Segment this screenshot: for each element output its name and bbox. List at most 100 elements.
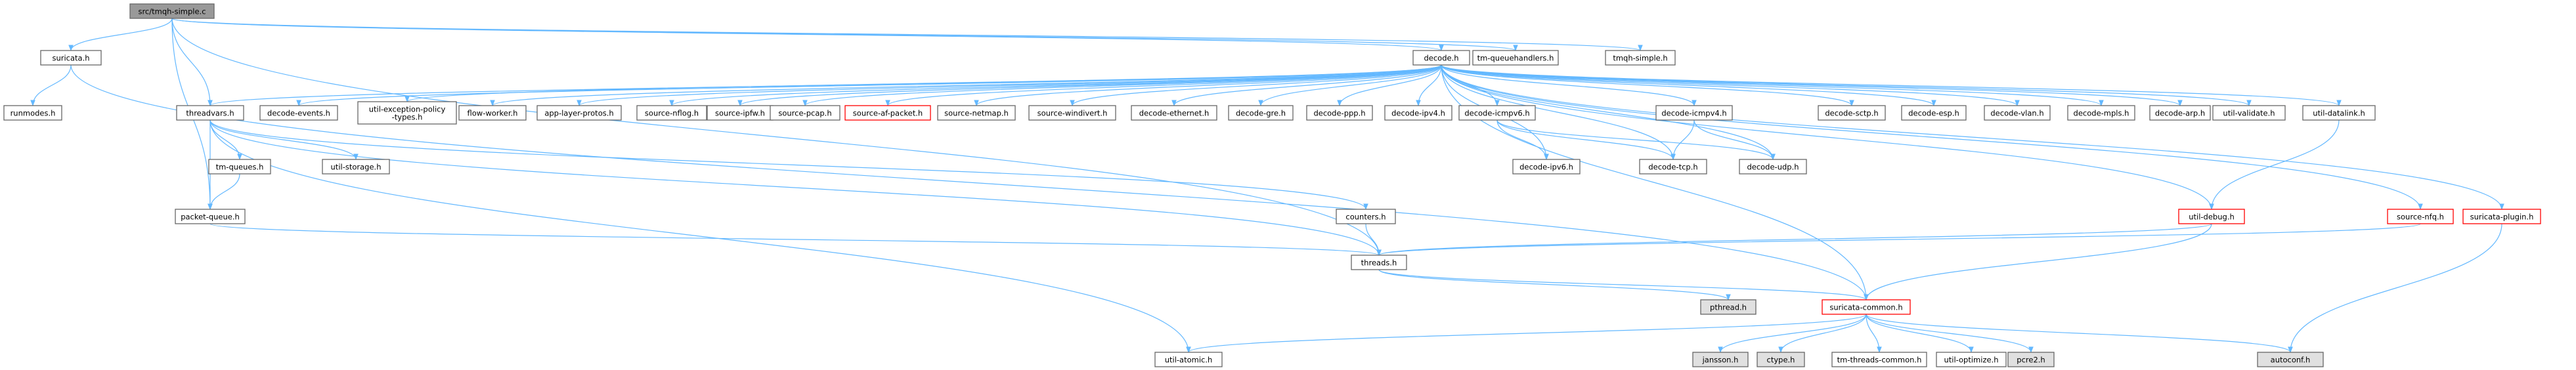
node-counters[interactable]: counters.h (1336, 209, 1396, 224)
edges-layer (30, 18, 2504, 353)
node-dsctp[interactable]: decode-sctp.h (1818, 105, 1886, 121)
node-uexc[interactable]: util-exception-policy-types.h (357, 101, 457, 125)
node-flowworker[interactable]: flow-worker.h (458, 105, 527, 121)
node-tmthreads[interactable]: tm-threads-common.h (1831, 352, 1927, 367)
node-udebug[interactable]: util-debug.h (2178, 209, 2245, 224)
edge-udebug-to-common (1864, 223, 2212, 300)
node-label: decode-ppp.h (1313, 109, 1365, 118)
node-label: source-ipfw.h (715, 109, 765, 118)
node-label: util-validate.h (2223, 109, 2275, 118)
node-label: decode-events.h (267, 109, 330, 118)
node-runmodes[interactable]: runmodes.h (3, 105, 62, 121)
node-label: source-windivert.h (1037, 109, 1108, 118)
edge-common-to-ctype (1778, 314, 1867, 353)
node-label: source-nflog.h (645, 109, 699, 118)
edge-suricata-to-common (70, 64, 1869, 300)
node-label: tm-queues.h (216, 163, 264, 172)
node-dicmpv6[interactable]: decode-icmpv6.h (1458, 105, 1536, 121)
node-dicmpv4[interactable]: decode-icmpv4.h (1655, 105, 1733, 121)
node-label: suricata-plugin.h (2470, 213, 2534, 222)
node-label: util-optimize.h (1944, 356, 1998, 365)
node-windivert[interactable]: source-windivert.h (1028, 105, 1116, 121)
node-uoptimize[interactable]: util-optimize.h (1936, 352, 2007, 367)
node-label: flow-worker.h (468, 109, 518, 118)
node-udatalink[interactable]: util-datalink.h (2302, 105, 2376, 121)
node-applayer[interactable]: app-layer-protos.h (536, 105, 622, 121)
edge-decode-to-dipv4 (1416, 64, 1442, 106)
edge-root-to-threadvars (171, 18, 213, 106)
node-dudp[interactable]: decode-udp.h (1739, 159, 1807, 175)
node-jansson[interactable]: jansson.h (1692, 352, 1749, 367)
node-afpacket[interactable]: source-af-packet.h (844, 105, 931, 121)
node-label: source-pcap.h (778, 109, 831, 118)
node-ctype[interactable]: ctype.h (1757, 352, 1805, 367)
node-label: decode-mpls.h (2074, 109, 2129, 118)
node-dgre[interactable]: decode-gre.h (1228, 105, 1294, 121)
edge-udatalink-to-udebug (2209, 119, 2340, 210)
node-pcre2[interactable]: pcre2.h (2007, 352, 2055, 367)
edge-decode-to-dudp (1441, 64, 1776, 160)
node-tmqh[interactable]: tm-queuehandlers.h (1472, 50, 1559, 66)
node-nfq[interactable]: source-nfq.h (2387, 209, 2454, 224)
node-label: autoconf.h (2271, 356, 2311, 365)
edge-decode-to-darp (1441, 64, 2183, 106)
edge-decode-to-nfq (1441, 64, 2423, 210)
edge-dicmpv4-to-dtcp (1670, 119, 1695, 160)
node-dmpls[interactable]: decode-mpls.h (2067, 105, 2135, 121)
node-label: pcre2.h (2017, 356, 2045, 365)
node-pthread[interactable]: pthread.h (1700, 299, 1757, 315)
node-plugin[interactable]: suricata-plugin.h (2462, 209, 2541, 224)
node-label: decode-ipv6.h (1519, 163, 1573, 172)
node-netmap[interactable]: source-netmap.h (937, 105, 1016, 121)
node-autoconf[interactable]: autoconf.h (2257, 352, 2324, 367)
node-label: decode-icmpv4.h (1661, 109, 1726, 118)
edge-decode-to-deth (1171, 64, 1442, 106)
edge-decode-to-pcap (802, 64, 1442, 106)
node-ustorage[interactable]: util-storage.h (322, 159, 390, 175)
node-dppp[interactable]: decode-ppp.h (1306, 105, 1373, 121)
node-deth[interactable]: decode-ethernet.h (1131, 105, 1217, 121)
node-dipv6[interactable]: decode-ipv6.h (1512, 159, 1581, 175)
node-atomic[interactable]: util-atomic.h (1154, 352, 1223, 367)
node-label: suricata-common.h (1829, 303, 1902, 312)
edge-decode-to-dicmpv4 (1441, 64, 1697, 106)
edge-decode-to-dgre (1258, 64, 1442, 106)
node-nflog[interactable]: source-nflog.h (636, 105, 707, 121)
node-common[interactable]: suricata-common.h (1822, 299, 1911, 315)
edge-decode-to-dtcp (1441, 64, 1676, 160)
node-label: threads.h (1361, 258, 1397, 268)
edge-threads-to-pthread (1378, 269, 1731, 300)
node-label: decode.h (1424, 54, 1458, 63)
node-decode[interactable]: decode.h (1412, 50, 1470, 66)
node-uvalidate[interactable]: util-validate.h (2212, 105, 2286, 121)
edge-nfq-to-threads (1376, 223, 2421, 256)
node-label: packet-queue.h (181, 213, 240, 222)
node-tmqueues[interactable]: tm-queues.h (208, 159, 271, 175)
node-dvlan[interactable]: decode-vlan.h (1984, 105, 2051, 121)
node-pcap[interactable]: source-pcap.h (770, 105, 840, 121)
edge-decode-to-uexc (404, 64, 1442, 102)
node-tmqhs[interactable]: tmqh-simple.h (1605, 50, 1676, 66)
node-dtcp[interactable]: decode-tcp.h (1639, 159, 1707, 175)
node-label: util-exception-policy (369, 105, 446, 114)
edge-common-to-uoptimize (1866, 314, 1974, 353)
node-suricata[interactable]: suricata.h (40, 50, 102, 66)
nodes-layer: src/tmqh-simple.csuricata.hrunmodes.hdec… (3, 3, 2541, 367)
node-label: decode-tcp.h (1648, 163, 1697, 172)
node-threads[interactable]: threads.h (1351, 255, 1407, 270)
node-pktqueue[interactable]: packet-queue.h (175, 209, 246, 224)
node-threadvars[interactable]: threadvars.h (176, 105, 244, 121)
edge-dicmpv6-to-dtcp (1496, 119, 1676, 160)
edge-common-to-tmthreads (1866, 314, 1882, 353)
edge-plugin-to-autoconf (2288, 223, 2502, 353)
node-dipv4[interactable]: decode-ipv4.h (1384, 105, 1452, 121)
node-label: util-debug.h (2189, 213, 2235, 222)
node-ipfw[interactable]: source-ipfw.h (707, 105, 774, 121)
node-label: decode-sctp.h (1825, 109, 1878, 118)
node-devents[interactable]: decode-events.h (259, 105, 338, 121)
node-label: source-netmap.h (944, 109, 1009, 118)
node-darp[interactable]: decode-arp.h (2149, 105, 2211, 121)
node-label: util-storage.h (331, 163, 382, 172)
node-desp[interactable]: decode-esp.h (1901, 105, 1967, 121)
